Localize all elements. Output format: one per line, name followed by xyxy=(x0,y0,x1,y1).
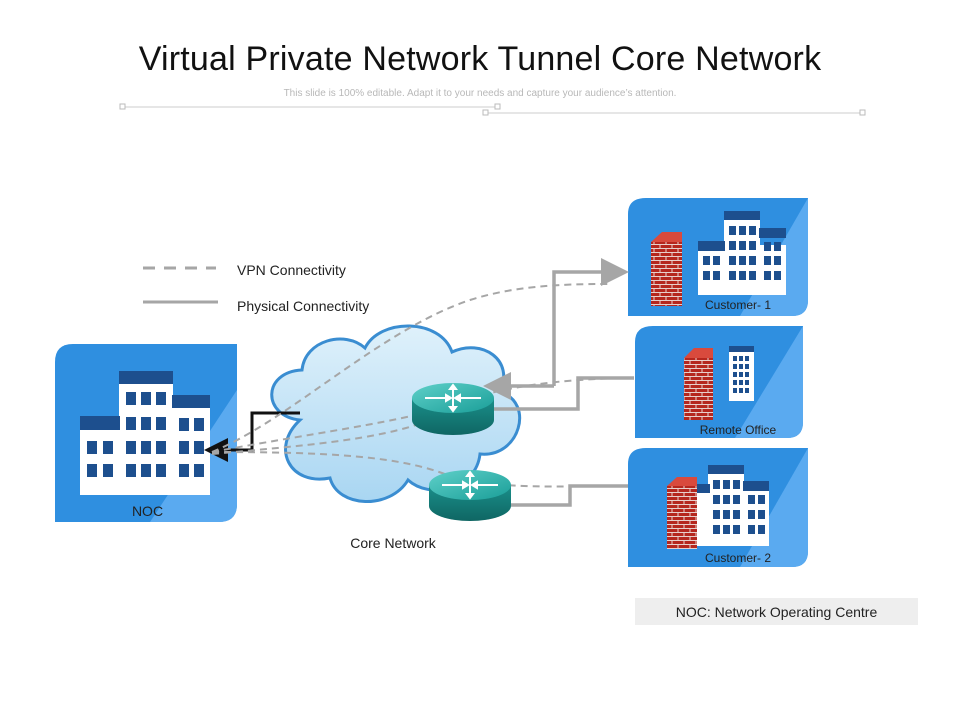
legend-vpn-label: VPN Connectivity xyxy=(237,262,346,278)
legend-note: NOC: Network Operating Centre xyxy=(635,598,918,625)
customer1-firewall-icon xyxy=(651,232,682,306)
noc-physical-link xyxy=(204,411,300,462)
note-text: NOC: Network Operating Centre xyxy=(675,603,878,620)
router-icon xyxy=(429,470,511,521)
customer2-tile xyxy=(628,448,808,567)
router-icon xyxy=(412,383,494,435)
customer1-label: Customer- 1 xyxy=(704,298,772,312)
legend-physical-label: Physical Connectivity xyxy=(237,298,370,314)
remote-office-tile xyxy=(635,326,803,438)
core-network-label: Core Network xyxy=(350,535,436,551)
noc-tile xyxy=(55,344,237,522)
customer2-firewall-icon xyxy=(667,477,697,549)
remote-office-label: Remote Office xyxy=(699,423,777,437)
page-title: Virtual Private Network Tunnel Core Netw… xyxy=(138,40,822,78)
remote-office-building-icon xyxy=(729,346,754,401)
remote-office-firewall-icon xyxy=(684,348,713,420)
noc-label: NOC xyxy=(131,503,164,519)
customer1-tile xyxy=(628,198,808,316)
customer2-label: Customer- 2 xyxy=(704,551,772,565)
page-subtitle: This slide is 100% editable. Adapt it to… xyxy=(283,88,677,99)
customer2-building-icon xyxy=(697,465,769,546)
customer1-building-icon xyxy=(698,211,786,295)
title-underline xyxy=(119,103,866,116)
noc-building-icon xyxy=(80,371,210,495)
